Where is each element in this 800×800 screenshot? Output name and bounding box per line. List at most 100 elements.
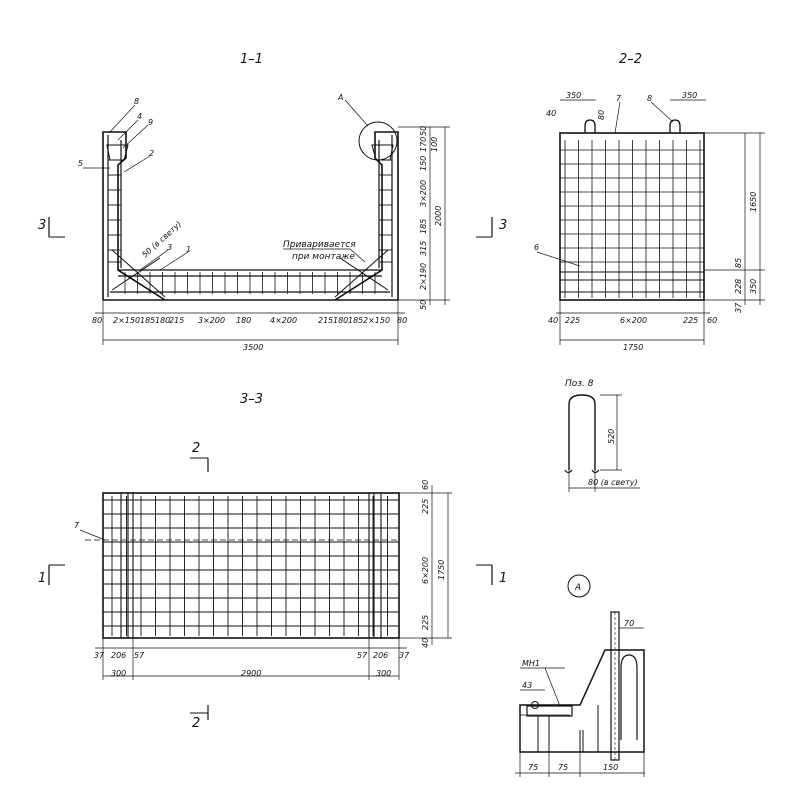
wall-elevation-mesh: [560, 140, 704, 298]
dim-b22-60: 60: [707, 316, 717, 325]
dim-r22-1650: 1650: [749, 192, 758, 212]
dim-top-350b: 350: [682, 91, 697, 100]
dim-r22-350: 350: [749, 279, 758, 294]
plan-mesh: [103, 493, 399, 638]
dim-r-185: 185: [419, 219, 428, 234]
dim-b-80b: 80: [397, 316, 407, 325]
section-1-1: 1–1 8 4 9 5: [38, 52, 450, 352]
dim-r-50b: 50: [419, 300, 428, 310]
detail-a-anchor: [531, 701, 539, 709]
dim-b-2x150a: 2×150: [113, 316, 140, 325]
dim-r33-60: 60: [421, 480, 430, 490]
dim-b33-206b: 206: [373, 651, 388, 660]
pos8-dim-520: 520: [607, 429, 616, 444]
dim-b33-37b: 37: [399, 651, 410, 660]
dim-b33-206a: 206: [111, 651, 126, 660]
floor-ties: [124, 272, 376, 294]
wall-ties: [108, 159, 392, 263]
weld-note-line2: при монтаже: [292, 252, 355, 262]
dim-b-2x150b: 2×150: [363, 316, 390, 325]
lifting-loop-right: [669, 119, 681, 133]
detail-a-dim-150: 150: [603, 763, 618, 772]
dim-total-3500: 3500: [243, 343, 263, 352]
pos8-title: Поз. 8: [565, 379, 594, 389]
plan-outline: [102, 492, 400, 639]
dim-b33-57b: 57: [357, 651, 368, 660]
detail-a-marker: [567, 574, 591, 598]
haunch-left-2: [111, 257, 161, 291]
section-2-2: 2–2 7 8 6 350 350 80 40 40 225 6×200 225…: [476, 52, 765, 352]
clear-gap-note: 50 (в свету): [140, 220, 183, 260]
pos8-dim-80: 80 (в свету): [588, 478, 638, 487]
label-pos-6: 6: [534, 243, 539, 252]
dim-r-2x190: 2×190: [419, 263, 428, 290]
u-shell-outline: [102, 131, 399, 301]
detail-a-callout-circle: [358, 121, 398, 161]
section-3-3-title: 3–3: [240, 392, 263, 407]
dim-b-215a: 215: [169, 316, 184, 325]
label-pos-5: 5: [78, 159, 83, 168]
dim-b-180b: 180: [236, 316, 251, 325]
detail-a-dim-75b: 75: [558, 763, 568, 772]
label-pos-9: 9: [148, 118, 153, 127]
dim-r33-225a: 225: [421, 499, 430, 514]
cut-label-1-right: 1: [499, 571, 507, 586]
dim-r-3x200: 3×200: [419, 180, 428, 207]
dim-r33-40: 40: [421, 638, 430, 648]
dim-r-50a: 50: [419, 126, 428, 136]
dim-b-185b: 185: [348, 316, 363, 325]
dim-r-170: 170: [419, 137, 428, 152]
label-pos-2: 2: [149, 149, 154, 158]
label-pos-a: A: [337, 93, 343, 102]
detail-a-dim-75a: 75: [528, 763, 538, 772]
detail-a-dim-70: 70: [624, 619, 634, 628]
dim-top-40: 40: [546, 109, 556, 118]
pos8-hooks: [564, 469, 600, 474]
detail-a: A МН1 70 43 75 75 150: [515, 574, 645, 777]
cut-label-2-top: 2: [192, 441, 200, 456]
detail-a-mn1-label: МН1: [522, 659, 540, 668]
dim-r22-37: 37: [734, 302, 743, 313]
dim-t33-2900: 2900: [241, 669, 261, 678]
dim-top-350a: 350: [566, 91, 581, 100]
label-pos-1: 1: [186, 245, 191, 254]
cut-label-3: 3: [38, 218, 46, 233]
lifting-loop-left: [584, 119, 596, 133]
dim-height-2000: 2000: [434, 206, 443, 226]
cut-label-3-right: 3: [499, 218, 507, 233]
dim-r33-225b: 225: [421, 615, 430, 630]
section-2-2-title: 2–2: [619, 52, 642, 67]
left-cap: [106, 144, 129, 161]
cut-mark-3-left: 3: [38, 217, 65, 238]
detail-a-mn1-plate: [526, 705, 573, 717]
pos8-loop: [568, 394, 596, 470]
dim-b22-6x200: 6×200: [620, 316, 647, 325]
detail-a-dim-43: 43: [522, 681, 532, 690]
detail-a-loop: [620, 654, 638, 740]
dim-total-1750: 1750: [623, 343, 643, 352]
dim-height-1750: 1750: [437, 560, 446, 580]
dim-b33-37a: 37: [94, 651, 105, 660]
section-3-3: 3–3 7 2 2 1 1 37 206 57 57 206 37 300 29…: [38, 392, 507, 731]
detail-a-title: A: [574, 583, 581, 593]
dim-b22-40: 40: [548, 316, 558, 325]
dim-r-315: 315: [419, 241, 428, 256]
section-1-1-title: 1–1: [240, 52, 263, 67]
position-8-detail: Поз. 8 520 80 (в свету): [564, 379, 640, 492]
label-pos-7-33: 7: [74, 521, 80, 530]
cut-label-1-left: 1: [38, 571, 46, 586]
dim-r33-6x200: 6×200: [421, 557, 430, 584]
dim-b-180c: 180: [333, 316, 348, 325]
dim-r-150: 150: [419, 156, 428, 171]
dim-b22-225b: 225: [683, 316, 698, 325]
dim-r22-228: 228: [734, 279, 743, 294]
dim-r22-85: 85: [734, 258, 743, 268]
wall-elevation-outline: [559, 132, 705, 301]
label-pos-7: 7: [616, 94, 622, 103]
haunch-right-2: [339, 257, 389, 291]
dim-b-3x200: 3×200: [198, 316, 225, 325]
dim-b-4x200: 4×200: [270, 316, 297, 325]
label-pos-8-22: 8: [647, 94, 652, 103]
dim-r-100: 100: [430, 137, 439, 152]
